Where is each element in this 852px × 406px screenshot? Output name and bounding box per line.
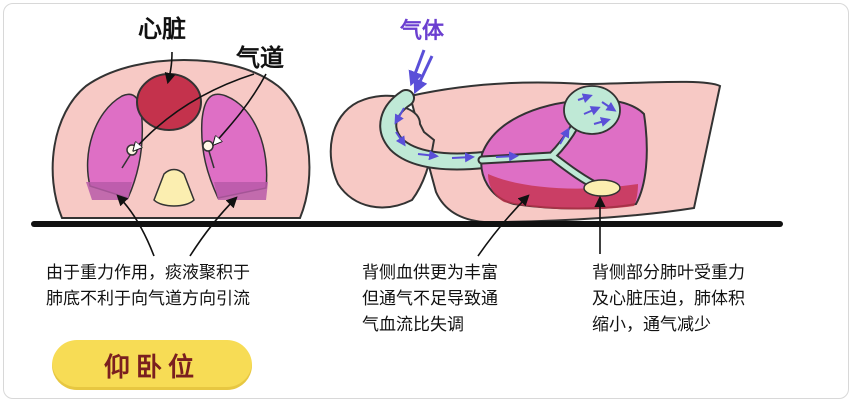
left-lung-base <box>86 182 132 200</box>
caption-right-line-3: 缩小，通气减少 <box>592 315 711 335</box>
illustration <box>31 49 783 257</box>
right-lung <box>200 93 268 199</box>
caption-middle-line-3: 气血流比失调 <box>362 315 464 335</box>
position-badge-text: 仰卧位 <box>103 352 200 383</box>
caption-right-line-1: 背侧部分肺叶受重力 <box>592 263 745 283</box>
caption-middle-line-2: 但通气不足导致通 <box>362 289 498 309</box>
diagram-frame: 心脏 气道 气体 由于重力作用，痰液聚积于 肺底不利于向气道方向引流 背侧血供更… <box>3 3 849 399</box>
heart-label: 心脏 <box>138 15 186 43</box>
position-badge: 仰卧位 <box>52 340 252 390</box>
airway-pointer-left <box>134 73 255 150</box>
head <box>329 94 436 209</box>
gas-label: 气体 <box>400 19 445 44</box>
alveolus-lower <box>583 179 621 197</box>
caption-right: 背侧部分肺叶受重力 及心脏压迫，肺体积 缩小，通气减少 <box>592 260 745 338</box>
caption-middle-line-1: 背侧血供更为丰富 <box>362 263 498 283</box>
inhaled-gas-arrows <box>408 49 434 95</box>
airway-label: 气道 <box>236 44 284 72</box>
heart-pointer <box>164 51 176 85</box>
airway-pointer-right <box>214 73 267 144</box>
caption-left-line-1: 由于重力作用，痰液聚积于 <box>46 263 250 283</box>
left-lung <box>86 93 144 199</box>
caption-right-line-2: 及心脏压迫，肺体积 <box>592 289 745 309</box>
caption-left: 由于重力作用，痰液聚积于 肺底不利于向气道方向引流 <box>46 260 250 312</box>
caption-middle: 背侧血供更为丰富 但通气不足导致通 气血流比失调 <box>362 260 498 338</box>
spine <box>153 168 195 207</box>
chest-cross-section <box>51 51 311 257</box>
caption-left-line-2: 肺底不利于向气道方向引流 <box>46 289 250 309</box>
supine-figure <box>329 49 722 257</box>
gas-flow-arrows <box>394 93 617 163</box>
right-lung-base <box>214 182 268 200</box>
